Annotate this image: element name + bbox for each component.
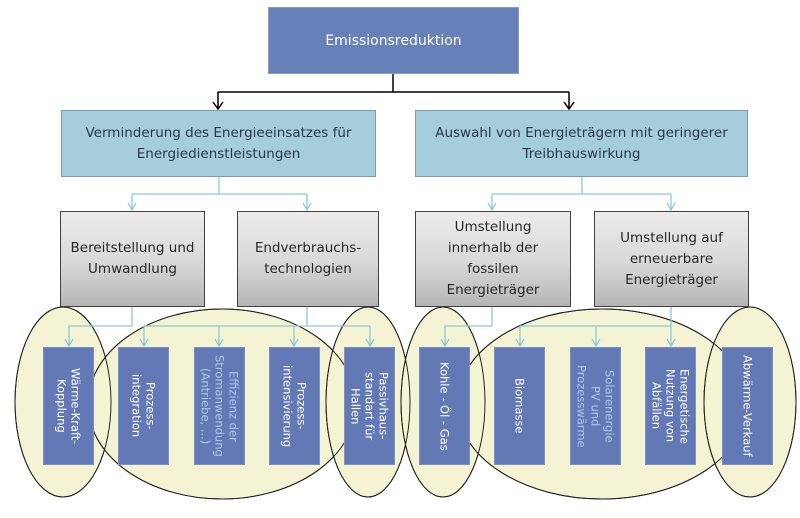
leaf-biomasse: Biomasse (494, 347, 545, 465)
connector-l2-left (131, 177, 308, 210)
node-low-carbon-energy-carriers: Auswahl von Energieträgern mit geringere… (415, 110, 748, 177)
leaf-kohle-oel-gas: Kohle - Öl - Gas (419, 347, 470, 465)
node-label: Bereitstellung und Umwandlung (70, 240, 195, 277)
leaf-passivhausstandard: Passivhaus- standart für Hallen (344, 347, 395, 465)
node-fossil-switch: Umstellung innerhalb der fossilen Energi… (415, 211, 571, 307)
group-outline-fossil (400, 306, 486, 498)
arrowhead-l3-4 (666, 202, 676, 212)
node-supply-conversion: Bereitstellung und Umwandlung (60, 211, 205, 307)
node-label: Umstellung auf erneuerbare Energieträger (620, 229, 723, 288)
arrowhead-level2-left (212, 101, 224, 111)
leaf-label: Prozess- intensivierung (280, 364, 309, 448)
arrowhead-level2-right (563, 101, 575, 111)
leaf-effizienz-stromanwendung: Effizienz der Stromanwendung (Antriebe, … (194, 347, 245, 465)
node-label: Auswahl von Energieträgern mit geringere… (435, 124, 728, 162)
group-outline-passivhaus (325, 306, 411, 498)
arrowhead-l3-3 (487, 202, 497, 212)
connector-l3-4 (519, 307, 672, 346)
node-label: Umstellung innerhalb der fossilen Energi… (446, 219, 540, 298)
connector-l2-right (491, 177, 672, 210)
leaf-waerme-kraft-kopplung: Wärme-Kraft- Kopplung (43, 347, 94, 465)
node-end-use-technologies: Endverbrauchs-technologien (237, 211, 379, 307)
leaf-abwaerme-verkauf: Abwärme-Verkauf (722, 347, 773, 465)
root-node-emissionsreduktion: Emissionsreduktion (268, 7, 519, 74)
leaf-label: Energetische Nutzung von Abfällen (649, 368, 692, 444)
node-energy-demand-reduction: Verminderung des Energieeinsatzes für En… (61, 110, 376, 177)
connector-l3-2 (143, 307, 371, 346)
node-renewable-switch: Umstellung auf erneuerbare Energieträger (594, 211, 749, 307)
group-outline-waste-heat (703, 306, 797, 498)
node-label: Verminderung des Energieeinsatzes für En… (85, 124, 352, 162)
leaf-energetische-abfallnutzung: Energetische Nutzung von Abfällen (645, 347, 696, 465)
connector-root (218, 74, 569, 93)
leaf-label: Kohle - Öl - Gas (437, 361, 452, 451)
leaf-prozessintensivierung: Prozess- intensivierung (269, 347, 320, 465)
node-label: Endverbrauchs-technologien (254, 240, 362, 277)
leaf-prozessintegration: Prozess- integration (118, 347, 169, 465)
leaf-label: Biomasse (512, 378, 527, 434)
group-outline-kwk (14, 306, 112, 498)
leaf-label: Solarenergie PV und Prozesswärme (574, 364, 617, 448)
leaf-label: Prozess- integration (129, 374, 158, 438)
root-node-label: Emissionsreduktion (325, 32, 462, 49)
arrowheads-leaves (64, 338, 676, 348)
arrowhead-l3-2 (302, 202, 312, 212)
leaf-label: Wärme-Kraft- Kopplung (54, 367, 83, 445)
leaf-label: Abwärme-Verkauf (740, 355, 755, 457)
leaf-label: Passivhaus- standart für Hallen (348, 371, 391, 441)
leaf-solarenergie: Solarenergie PV und Prozesswärme (570, 347, 621, 465)
connector-l3-3 (444, 307, 493, 346)
arrowhead-l3-1 (127, 202, 137, 212)
leaf-label: Effizienz der Stromanwendung (Antriebe, … (198, 355, 241, 457)
connector-l3-1 (68, 307, 133, 346)
